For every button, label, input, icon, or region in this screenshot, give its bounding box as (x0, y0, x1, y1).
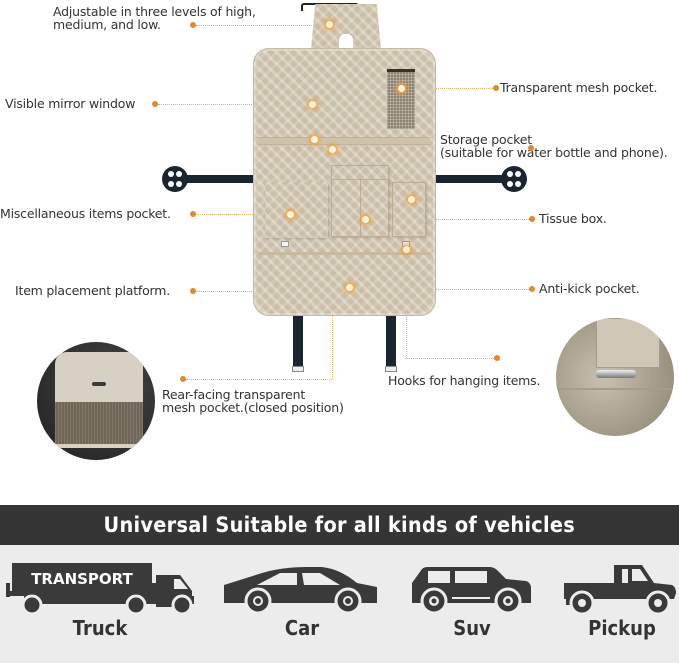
tissue-box-flap (332, 166, 388, 180)
hotspot (408, 196, 415, 203)
misc-items-pocket (265, 182, 328, 238)
truck-badge-text: TRANSPORT (31, 570, 133, 588)
leader-line (158, 104, 310, 105)
side-strap-left (175, 175, 255, 183)
leader-line (186, 379, 332, 380)
hotspot (346, 284, 353, 291)
callout-dot (529, 286, 535, 292)
callout-dot (180, 376, 186, 382)
callout-dot (529, 216, 535, 222)
callout-mesh-pocket: Transparent mesh pocket. (500, 80, 658, 95)
callout-mirror-window: Visible mirror window (5, 96, 136, 111)
callout-tissue-box: Tissue box. (539, 211, 607, 226)
side-pocket (392, 182, 426, 237)
banner-title: Universal Suitable for all kinds of vehi… (103, 513, 576, 537)
photo-hook (596, 370, 636, 378)
mesh-pocket (387, 69, 415, 129)
callout-dot (152, 101, 158, 107)
board-hook-left (281, 241, 289, 247)
hotspot (309, 101, 316, 108)
callout-storage-pocket: Storage pocket (suitable for water bottl… (440, 133, 668, 159)
callout-dot (528, 145, 534, 151)
bottom-strap-left (293, 312, 303, 367)
vehicle-types-panel: TRANSPORT Truck Car Suv (0, 545, 679, 663)
photo-handle (92, 382, 106, 386)
universal-banner: Universal Suitable for all kinds of vehi… (0, 505, 679, 545)
car-icon (224, 567, 377, 615)
adjust-slot (339, 34, 353, 48)
leader-line (405, 88, 493, 89)
hook-left (292, 366, 304, 372)
storage-pocket-rim (258, 137, 430, 145)
callout-storage-line1: Storage pocket (440, 132, 532, 147)
organizer-board (253, 48, 436, 316)
callout-hooks: Hooks for hanging items. (388, 373, 541, 388)
hotspot (287, 211, 294, 218)
photo-pocket-flap (596, 318, 660, 368)
photo-mesh-panel (55, 402, 143, 444)
hotspot (362, 216, 369, 223)
hook-detail-photo (556, 318, 674, 436)
vehicle-label-car: Car (284, 616, 320, 640)
hotspot (398, 85, 405, 92)
callout-dot (190, 211, 196, 217)
callout-dot (494, 355, 500, 361)
rear-mesh-pocket-photo (37, 342, 155, 460)
callout-platform: Item placement platform. (15, 283, 171, 298)
leader-line (332, 310, 333, 379)
top-tab (311, 4, 381, 50)
tissue-box (331, 165, 389, 237)
leader-line (196, 25, 324, 26)
callout-storage-line2: (suitable for water bottle and phone). (440, 145, 668, 160)
leader-line (436, 289, 529, 290)
hotspot (311, 136, 318, 143)
leader-line (196, 214, 291, 215)
side-strap-right (435, 175, 515, 183)
hotspot (326, 21, 333, 28)
callout-adjustable-line2: medium, and low. (53, 17, 161, 32)
callout-rear-mesh: Rear-facing transparent mesh pocket.(clo… (162, 388, 344, 414)
tissue-box-divider (360, 180, 361, 236)
item-platform (258, 252, 431, 255)
leader-line (436, 219, 529, 220)
bottom-strap-right (386, 312, 396, 367)
hotspot (329, 146, 336, 153)
hook-right (385, 366, 397, 372)
callout-anti-kick: Anti-kick pocket. (539, 281, 640, 296)
callout-dot (190, 22, 196, 28)
suv-icon (412, 567, 531, 615)
photo-panel-seam (556, 388, 674, 390)
vehicle-label-truck: Truck (72, 616, 128, 640)
callout-dot (190, 288, 196, 294)
truck-icon: TRANSPORT (6, 563, 194, 615)
callout-misc-pocket: Miscellaneous items pocket. (0, 206, 171, 221)
callout-adjustable-line1: Adjustable in three levels of high, (53, 4, 256, 19)
leader-line (407, 358, 494, 359)
callout-rear-mesh-line1: Rear-facing transparent (162, 387, 306, 402)
leader-line (196, 291, 256, 292)
seat-back-organizer (162, 3, 527, 372)
buckle-left (162, 166, 188, 192)
buckle-right (501, 166, 527, 192)
hotspot (403, 246, 410, 253)
vehicle-label-suv: Suv (453, 616, 491, 640)
vehicle-label-pickup: Pickup (588, 616, 656, 640)
callout-adjustable: Adjustable in three levels of high, medi… (53, 5, 256, 31)
callout-dot (493, 85, 499, 91)
pickup-icon (564, 565, 676, 615)
callout-rear-mesh-line2: mesh pocket.(closed position) (162, 400, 344, 415)
